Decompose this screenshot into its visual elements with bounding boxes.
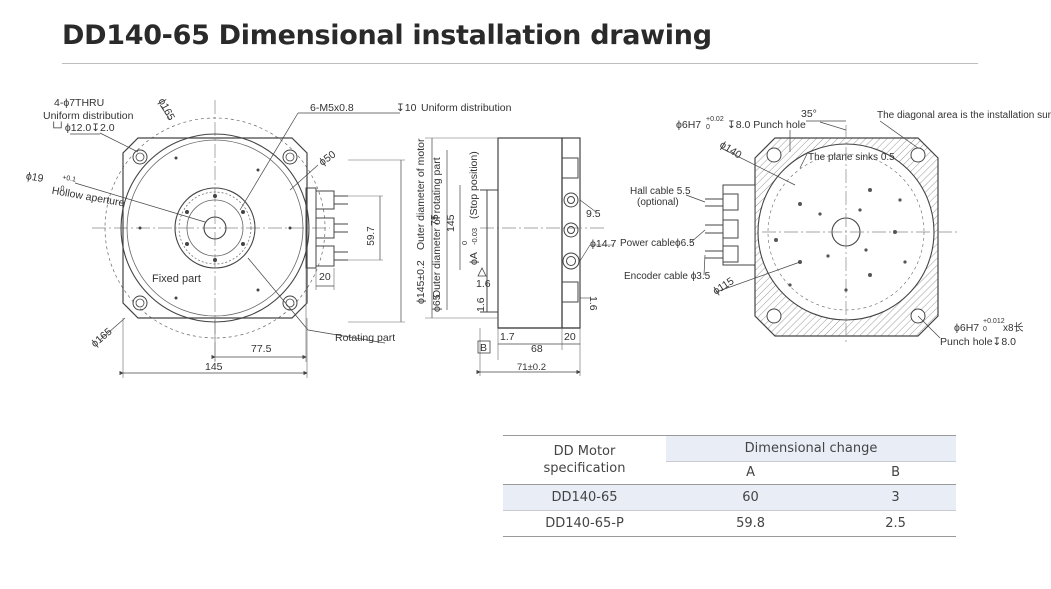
row-b-value: 2.5 <box>835 510 956 537</box>
spec-header-line1: DD Motor <box>553 444 616 459</box>
dim-75: 75 <box>429 214 441 226</box>
dim-145-v: 145 <box>445 214 457 232</box>
encoder-cable: Encoder cable ϕ3.5 <box>624 271 711 282</box>
hollow-tol-lower: 0 <box>60 185 65 193</box>
col-b-header: B <box>835 460 956 485</box>
col-a-header: A <box>666 460 836 485</box>
pin-hole-bottom: ϕ6H7 <box>954 322 979 334</box>
punch-hole-bottom: Punch hole↧8.0 <box>940 336 1016 348</box>
dim-14-7: ϕ14.7 <box>590 238 616 250</box>
dim-145-tol: ϕ145±0.2 <box>415 260 427 304</box>
thru-holes-label: 4-ϕ7THRU <box>54 97 104 109</box>
dim-a: ϕA <box>468 252 480 265</box>
row-model: DD140-65 <box>503 484 666 511</box>
dim-59-7: 59.7 <box>366 226 377 246</box>
row-b-value: 3 <box>835 484 956 511</box>
row-a-value: 60 <box>666 484 836 511</box>
outer-rotating-label: Outer diameter of rotating part <box>431 157 443 298</box>
dim-1-6-a: 1.6 <box>476 278 491 290</box>
pin-hole-top: ϕ6H7 <box>676 119 701 131</box>
diagonal-note: The diagonal area is the installation su… <box>877 110 1051 121</box>
hollow-tol-upper: +0.1 <box>62 174 77 183</box>
rear-small-holes <box>774 188 907 292</box>
angle-label: 35° <box>801 108 817 120</box>
spec-column-header: DD Motor specification <box>503 435 666 485</box>
outer-motor-label: Outer diameter of motor <box>415 138 427 250</box>
hall-cable: Hall cable 5.5 <box>630 186 691 197</box>
dim-9-5: 9.5 <box>586 208 601 220</box>
table-row: DD140-65-P 59.8 2.5 <box>503 510 956 537</box>
title-divider <box>62 63 978 64</box>
tapped-holes-label: 6-M5x0.8 <box>310 102 354 114</box>
tapped-note: Uniform distribution <box>421 102 512 114</box>
dimensional-change-header: Dimensional change <box>666 435 956 462</box>
dim-a-group: ϕA 0 -0.03 (Stop position) <box>460 151 480 265</box>
pin-tol-bottom-lower: 0 <box>983 326 987 333</box>
dim-65: ϕ65 <box>431 294 443 312</box>
diam-140: ϕ140 <box>717 139 743 162</box>
dim-20-front: 20 <box>319 271 331 283</box>
tapped-holes <box>138 156 292 300</box>
diam-50-label: ϕ50 <box>317 148 338 168</box>
power-cable: Power cableϕ6.5 <box>620 238 695 249</box>
page-title: DD140-65 Dimensional installation drawin… <box>62 20 712 51</box>
diam-115: ϕ115 <box>711 275 737 297</box>
label-b: B <box>480 342 487 354</box>
diam-165-top: ϕ165 <box>155 96 177 122</box>
side-connectors <box>561 157 580 303</box>
pin-len-bottom: x8长 <box>1003 322 1024 334</box>
front-connectors <box>305 187 383 269</box>
dim-68: 68 <box>531 343 543 355</box>
dim-77-5: 77.5 <box>251 343 272 355</box>
pin-depth-top: ↧8.0 Punch hole <box>727 119 806 131</box>
dim-71: 71±0.2 <box>517 362 546 373</box>
fixed-part-label: Fixed part <box>152 273 201 285</box>
thru-holes-note: Uniform distribution <box>43 110 134 122</box>
hollow-diam: ϕ19 <box>25 170 45 185</box>
stop-position: (Stop position) <box>468 151 480 219</box>
pin-tol-top-upper: +0.02 <box>706 116 724 123</box>
pin-tol-bottom-upper: +0.012 <box>983 318 1005 325</box>
hall-optional: (optional) <box>637 197 679 208</box>
counterbore-label: └┘ϕ12.0↧2.0 <box>50 121 115 134</box>
row-a-value: 59.8 <box>666 510 836 537</box>
spec-table: DD Motor specification Dimensional chang… <box>503 435 956 537</box>
side-view: Outer diameter of motor 75 Outer diamete… <box>415 137 616 376</box>
dim-20-side: 20 <box>564 331 576 343</box>
tapped-depth-label: ↧10 <box>396 102 417 114</box>
diam-165-bottom: ϕ165 <box>89 326 115 350</box>
spec-header-line2: specification <box>543 461 626 476</box>
rear-view: ϕ6H7 +0.02 0 ↧8.0 Punch hole 35° The dia… <box>620 108 1051 348</box>
dim-1-7: 1.7 <box>500 331 515 343</box>
hollow-label: Hollow aperture <box>51 185 126 210</box>
table-row: DD140-65 60 3 <box>503 484 956 511</box>
dim-a-tol-upper: 0 <box>460 241 469 245</box>
plane-sinks: The plane sinks 0.5 <box>808 152 895 163</box>
dim-1-6-c: 1.6 <box>587 296 599 311</box>
dim-a-tol-lower: -0.03 <box>470 228 479 245</box>
corner-holes <box>132 149 298 311</box>
rotating-part-label: Rotating part <box>335 332 395 344</box>
pin-tol-top-lower: 0 <box>706 124 710 131</box>
row-model: DD140-65-P <box>503 510 666 537</box>
dim-145-front: 145 <box>205 361 223 373</box>
dim-1-6-b: 1.6 <box>475 297 487 312</box>
